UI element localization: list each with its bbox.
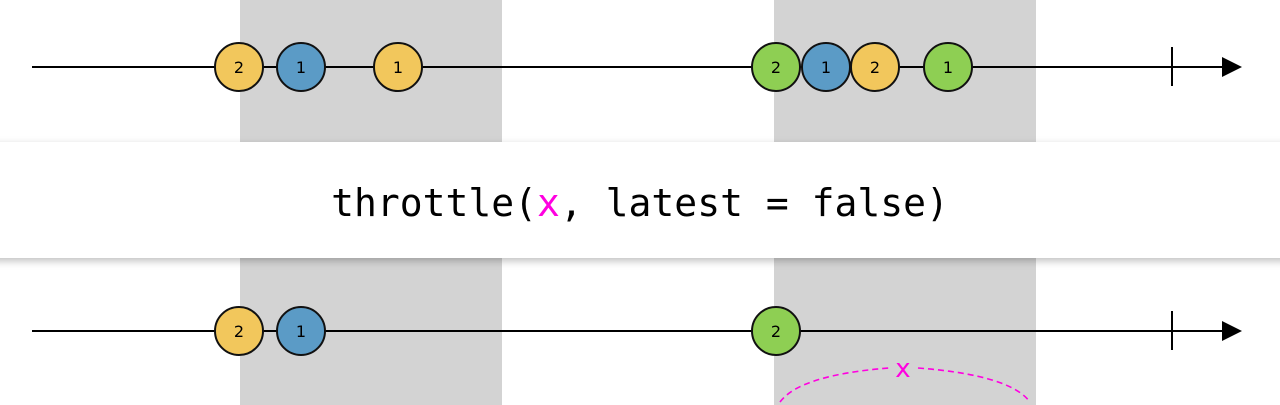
output-marble: 2 (751, 306, 801, 356)
marble-label: 1 (296, 322, 306, 341)
input-marble: 2 (214, 42, 264, 92)
duration-label: x (895, 354, 910, 384)
marble-circle (276, 306, 326, 356)
input-marble: 1 (801, 42, 851, 92)
input-marble: 1 (923, 42, 973, 92)
output-marbles: 2 1 2 (214, 306, 801, 356)
operator-label: throttle(x, latest = false) (331, 181, 949, 225)
marble-label: 2 (870, 58, 880, 77)
operator-band: throttle(x, latest = false) (0, 142, 1280, 258)
marble-label: 1 (296, 58, 306, 77)
input-marble: 2 (850, 42, 900, 92)
input-timeline: 2 1 1 2 1 2 1 (32, 42, 1242, 92)
marble-circle (373, 42, 423, 92)
marble-label: 1 (943, 58, 953, 77)
input-marble: 2 (751, 42, 801, 92)
marble-label: 1 (821, 58, 831, 77)
marble-label: 2 (234, 58, 244, 77)
duration-arc-left (779, 367, 890, 403)
marble-circle (751, 306, 801, 356)
marble-label: 2 (234, 322, 244, 341)
output-timeline: 2 1 2 (32, 306, 1242, 356)
output-marble: 1 (276, 306, 326, 356)
marble-circle (850, 42, 900, 92)
throttle-duration-annotation: x (779, 354, 1031, 403)
marble-label: 1 (393, 58, 403, 77)
input-marble: 1 (373, 42, 423, 92)
marble-circle (214, 306, 264, 356)
operator-param: x (537, 181, 560, 225)
input-marbles: 2 1 1 2 1 2 1 (214, 42, 973, 92)
operator-suffix: , latest = false) (560, 181, 949, 225)
duration-arc-right (917, 367, 1031, 403)
output-marble: 2 (214, 306, 264, 356)
input-marble: 1 (276, 42, 326, 92)
marble-circle (751, 42, 801, 92)
marble-circle (923, 42, 973, 92)
marble-circle (214, 42, 264, 92)
marble-label: 2 (771, 322, 781, 341)
marble-label: 2 (771, 58, 781, 77)
operator-prefix: throttle( (331, 181, 537, 225)
operator-band-background (0, 142, 1280, 258)
marble-circle (276, 42, 326, 92)
